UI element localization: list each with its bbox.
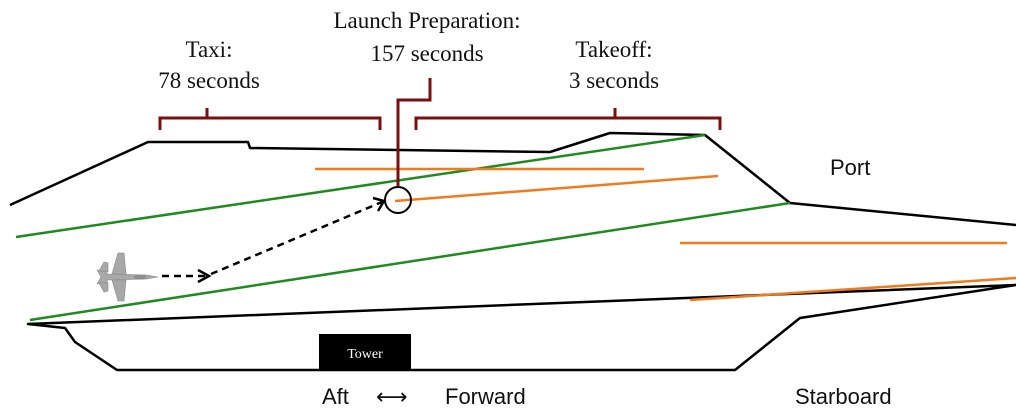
launch-preparation-label: Launch Preparation: xyxy=(333,8,520,33)
starboard-label: Starboard xyxy=(795,384,892,409)
taxi-label: Taxi: xyxy=(186,37,233,62)
taxi-duration: 78 seconds xyxy=(158,68,260,93)
catapult-track-4 xyxy=(689,276,1016,302)
launch-preparation-pointer xyxy=(396,78,432,186)
takeoff-bracket xyxy=(414,108,722,130)
taxi-path-arrowhead-2 xyxy=(372,196,386,212)
taxi-path-segment-2 xyxy=(210,200,383,276)
aft-label: Aft xyxy=(322,384,349,409)
taxi-path-arrowhead-1 xyxy=(197,268,212,284)
port-label: Port xyxy=(830,155,870,180)
aft-forward-arrow-icon: ⟷ xyxy=(376,384,408,409)
forward-label: Forward xyxy=(445,384,526,409)
launch-preparation-duration: 157 seconds xyxy=(370,41,483,66)
tower-label: Tower xyxy=(347,347,383,362)
taxi-bracket xyxy=(158,108,382,130)
landing-area-line-lower xyxy=(29,201,791,322)
tower-block xyxy=(319,334,411,371)
carrier-hull-outline xyxy=(9,131,1016,372)
fighter-jet-icon xyxy=(96,252,159,302)
takeoff-duration: 3 seconds xyxy=(569,68,659,93)
landing-area-line-upper xyxy=(15,133,706,239)
catapult-track-2 xyxy=(394,174,719,203)
takeoff-label: Takeoff: xyxy=(575,37,652,62)
